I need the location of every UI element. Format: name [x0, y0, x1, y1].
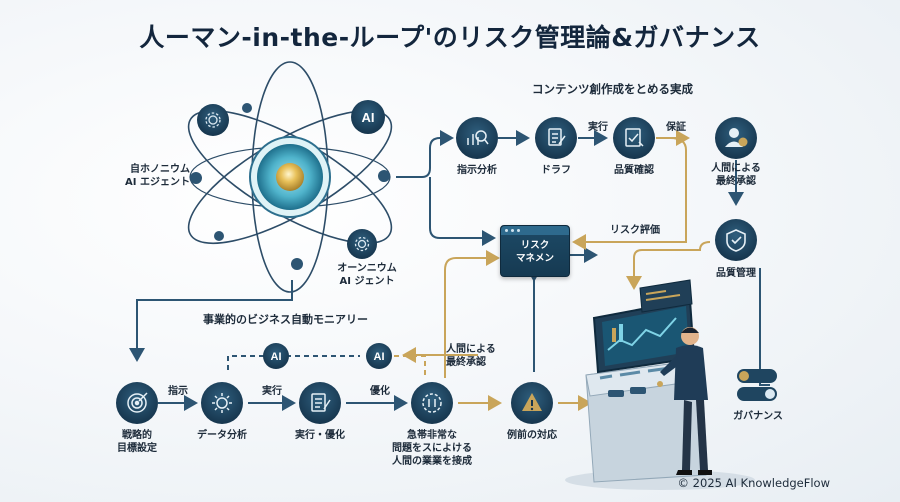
bottom-flow-nodes: AI AI — [116, 343, 553, 424]
governance-toggles-icon — [737, 369, 777, 401]
atom-core — [276, 163, 304, 191]
risk-evaluation-label: リスク評価 — [610, 225, 660, 236]
problem-gear-icon — [411, 382, 453, 424]
window-titlebar — [501, 226, 569, 235]
left-agent-label: 自ホノニウム AI エジェント — [125, 164, 190, 188]
gear-icon — [197, 104, 229, 136]
shield-check-icon — [715, 219, 757, 261]
ai-chip-icon — [351, 100, 385, 134]
control-console-illustration — [565, 279, 755, 490]
ai-badge-text: AI — [362, 110, 375, 125]
node-label-instruction-analysis: 指示分析 — [457, 165, 497, 176]
governance-label: ガバナンス — [733, 411, 783, 422]
copyright-text: © 2025 AI KnowledgeFlow — [677, 476, 830, 490]
node-label-data-analysis: データ分析 — [197, 430, 247, 441]
human-approval-label: 人間による 最終承認 — [446, 344, 496, 368]
gold-connectors — [227, 130, 711, 411]
ai-badge-text: AI — [374, 351, 385, 363]
ai-badge-icon — [366, 343, 392, 369]
content-flow-subtitle: コンテンツ創作成をとめる実成 — [532, 82, 693, 96]
risk-management-box: リスク マネメン — [500, 225, 570, 277]
human-operator-figure — [660, 327, 712, 475]
ai-atom: AI — [187, 61, 393, 293]
arrow-label-execute: 実行 — [588, 122, 608, 133]
node-label-draft: ドラフ — [541, 165, 571, 176]
network-gear-icon — [347, 229, 377, 259]
arrow-label-optimize: 優化 — [370, 386, 390, 397]
ai-badge-text: AI — [271, 351, 282, 363]
arrow-label-assure: 保証 — [666, 122, 686, 133]
node-label-problem-resolution: 急帯非常な 問題をスによける 人間の業業を接成 — [392, 430, 472, 467]
top-flow-nodes — [456, 117, 757, 261]
risk-management-label: リスク マネメン — [515, 240, 554, 264]
user-approval-icon — [715, 117, 757, 159]
monitoring-section-label: 事業的のビジネス自動モニアリー — [203, 313, 368, 326]
page-title: 人ーマン-in-the-ループ'のリスク管理論&ガバナンス — [139, 23, 761, 52]
quality-management-label: 品質管理 — [716, 268, 756, 279]
bottom-agent-label: オーンニウム AI ジェント — [337, 263, 397, 287]
node-label-quality-check: 品質確認 — [614, 165, 654, 176]
data-analysis-icon — [201, 382, 243, 424]
node-label-proactive-response: 例前の対応 — [507, 430, 557, 441]
node-label-final-approval: 人間による 最終承認 — [711, 163, 761, 187]
node-label-strategic-goal: 戦略的 目標設定 — [117, 430, 157, 454]
arrow-label-execute-bottom: 実行 — [262, 386, 282, 397]
ai-badge-icon — [263, 343, 289, 369]
node-label-execute-optimize: 実行・優化 — [295, 430, 345, 441]
arrow-label-instruct: 指示 — [168, 386, 188, 397]
